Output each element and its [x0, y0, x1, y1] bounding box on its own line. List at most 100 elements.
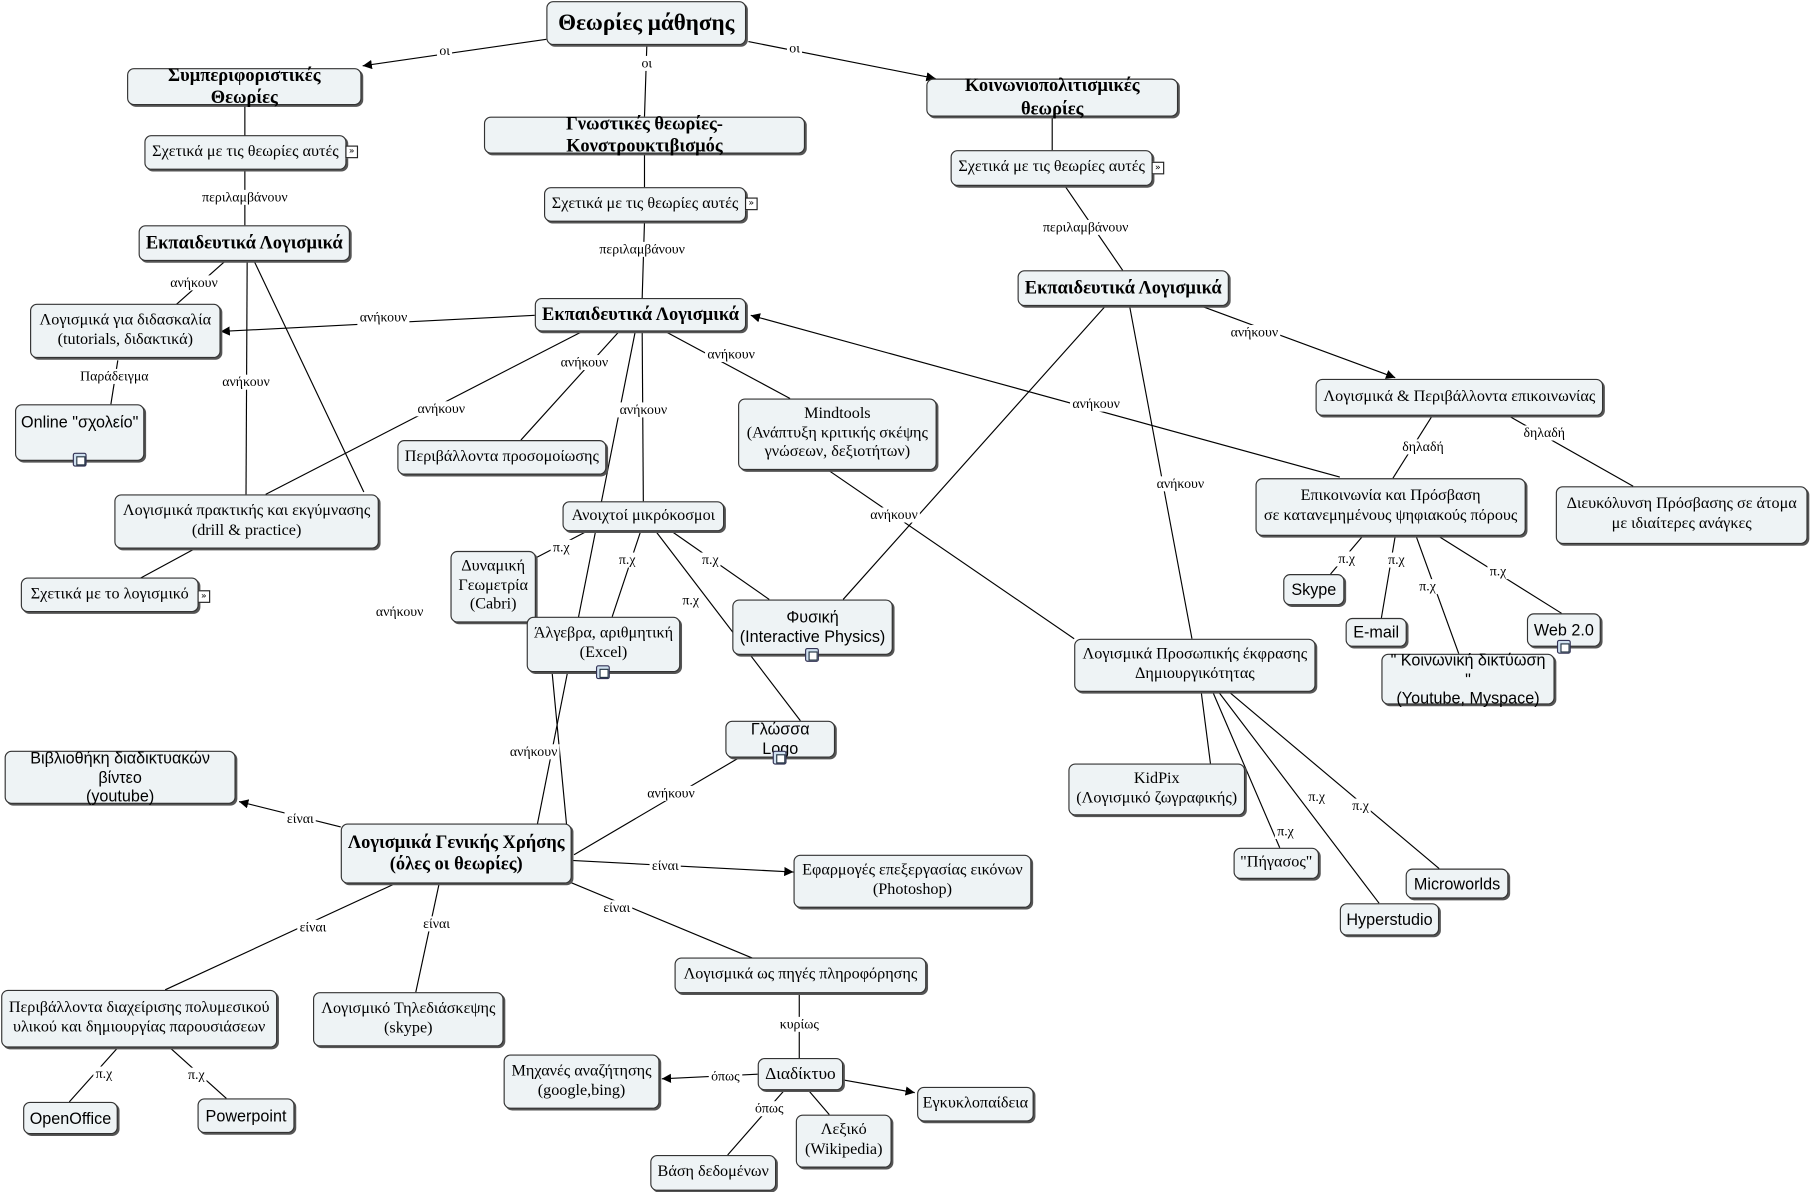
node-about-cognitive[interactable]: Σχετικά με τις θεωρίες αυτές	[544, 187, 747, 222]
node-logo[interactable]: Γλώσσα Logo	[725, 720, 836, 758]
node-edu-sociocultural[interactable]: Εκπαιδευτικά Λογισμικά	[1017, 270, 1229, 307]
node-skype[interactable]: Skype	[1283, 574, 1345, 606]
node-sociocultural[interactable]: Κοινωνιοπολιτισμικές θεωρίες	[926, 77, 1179, 118]
attachment-icon[interactable]	[72, 452, 87, 467]
node-info-sources[interactable]: Λογισμικά ως πηγές πληροφόρησης	[674, 957, 927, 994]
node-simulation[interactable]: Περιβάλλοντα προσομοίωσης	[397, 440, 607, 475]
link-label: περιλαμβάνουν	[199, 189, 290, 206]
link-label: οι	[639, 55, 655, 72]
node-email[interactable]: E-mail	[1345, 617, 1407, 647]
link-internet-db	[727, 1089, 785, 1156]
link-label: κυρίως	[777, 1016, 822, 1033]
node-image-apps[interactable]: Εφαρμογές επεξεργασίας εικόνων (Photosho…	[793, 854, 1032, 908]
image-icon[interactable]	[595, 665, 610, 680]
node-edu-behaviorist[interactable]: Εκπαιδευτικά Λογισμικά	[138, 225, 350, 262]
expand-icon[interactable]: »	[744, 197, 758, 211]
link-edusoc-comm	[1201, 305, 1396, 379]
link-label: π.χ	[1385, 552, 1408, 568]
link-label: περιλαμβάνουν	[1040, 219, 1131, 236]
node-communication[interactable]: Λογισμικά & Περιβάλλοντα επικοινωνίας	[1315, 378, 1604, 416]
node-powerpoint[interactable]: Powerpoint	[197, 1098, 295, 1134]
node-drill-practice[interactable]: Λογισμικά πρακτικής και εκγύμνασης (dril…	[114, 494, 379, 549]
link-edusoc-educog	[750, 313, 1340, 478]
link-label: περιλαμβάνουν	[597, 241, 688, 258]
node-online-school[interactable]: Online "σχολείο"	[15, 404, 145, 461]
link-label: π.χ	[616, 552, 638, 568]
link-gen-multi	[164, 884, 393, 991]
node-creativity[interactable]: Λογισμικά Προσωπικής έκφρασης Δημιουργικ…	[1074, 638, 1316, 692]
link-mind-creat	[827, 469, 1075, 640]
link-root-sociocultural	[748, 41, 936, 82]
link-educog-sim	[520, 331, 620, 441]
link-label: π.χ	[1306, 789, 1328, 805]
attachment-icon[interactable]	[772, 750, 787, 765]
link-label: ανήκουν	[705, 346, 758, 363]
link-gen-image	[571, 859, 794, 877]
link-logo-general	[573, 757, 740, 856]
link-internet-wiki	[808, 1089, 830, 1115]
link-creat-hyper	[1218, 691, 1380, 904]
node-edu-cognitive[interactable]: Εκπαιδευτικά Λογισμικά	[534, 297, 747, 332]
node-special-needs[interactable]: Διευκόλυνση Πρόσβασης σε άτομα με ιδιαίτ…	[1555, 486, 1808, 545]
node-tutorials[interactable]: Λογισμικά για διδασκαλία (tutorials, διδ…	[30, 303, 221, 359]
node-multimedia[interactable]: Περιβάλλοντα διαχείρισης πολυμεσικού υλι…	[1, 989, 278, 1048]
link-label: δηλαδή	[1399, 439, 1447, 455]
node-openoffice[interactable]: OpenOffice	[23, 1101, 118, 1135]
link-internet-ency	[843, 1079, 915, 1096]
node-behaviorist[interactable]: Συμπεριφοριστικές Θεωρίες	[127, 66, 362, 107]
node-about-behaviorist[interactable]: Σχετικά με τις θεωρίες αυτές	[144, 135, 347, 170]
link-label: π.χ	[680, 592, 702, 609]
link-label: π.χ	[1416, 578, 1439, 595]
node-algebra[interactable]: Άλγεβρα, αριθμητική (Excel)	[526, 616, 681, 673]
link-label: ανήκουν	[373, 604, 426, 620]
link-label: π.χ	[1274, 823, 1297, 840]
link-label: όπως	[708, 1068, 742, 1085]
attachment-icon[interactable]	[1556, 639, 1571, 654]
node-hyperstudio[interactable]: Hyperstudio	[1339, 903, 1440, 936]
expand-icon[interactable]: »	[345, 145, 359, 159]
node-about-software[interactable]: Σχετικά με το λογισμικό	[20, 577, 199, 613]
node-search-engines[interactable]: Μηχανές αναζήτησης (google,bing)	[503, 1054, 660, 1109]
node-social-networking[interactable]: " Κοινωνική δικτύωση " (Youtube, Myspace…	[1381, 650, 1555, 707]
link-label: π.χ	[1487, 563, 1509, 580]
node-physics[interactable]: Φυσική (Interactive Physics)	[732, 599, 893, 655]
node-cabri[interactable]: Δυναμική Γεωμετρία (Cabri)	[450, 550, 536, 623]
expand-icon[interactable]: »	[1151, 161, 1165, 175]
node-microworlds[interactable]: Microworlds	[1405, 868, 1509, 899]
link-label: οι	[437, 42, 453, 59]
link-label: ανήκουν	[617, 402, 670, 418]
node-mindtools[interactable]: Mindtools (Ανάπτυξη κριτικής σκέψης γνώσ…	[738, 398, 937, 471]
link-cog-edu	[641, 221, 646, 299]
node-open-microworlds[interactable]: Ανοιχτοί μικρόκοσμοι	[562, 501, 725, 532]
link-label: δηλαδή	[1521, 425, 1568, 441]
link-label: π.χ	[550, 539, 572, 556]
expand-icon[interactable]: »	[197, 590, 211, 603]
link-label: ανήκουν	[1154, 476, 1207, 492]
node-kidpix[interactable]: KidPix (Λογισμικό ζωγραφικής)	[1068, 763, 1246, 816]
link-gen-info	[570, 881, 757, 961]
node-wikipedia[interactable]: Λεξικό (Wikipedia)	[795, 1114, 892, 1168]
link-access-social	[1415, 535, 1460, 654]
node-pegasus[interactable]: "Πήγασος"	[1233, 847, 1320, 879]
link-label: είναι	[601, 899, 633, 916]
node-general-use[interactable]: Λογισμικά Γενικής Χρήσης (όλες οι θεωρίε…	[340, 823, 572, 884]
node-encyclopedia[interactable]: Εγκυκλοπαίδεια	[917, 1086, 1034, 1122]
node-teleconference[interactable]: Λογισμικό Τηλεδιάσκεψης (skype)	[313, 992, 504, 1047]
root-node[interactable]: Θεωρίες μάθησης	[546, 1, 747, 46]
link-educog-mind	[665, 330, 791, 399]
node-internet[interactable]: Διαδίκτυο	[757, 1057, 844, 1091]
node-database[interactable]: Βάση δεδομένων	[650, 1155, 777, 1191]
node-video-library[interactable]: Βιβλιοθήκη διαδικτυακών βίντεο (youtube)	[4, 748, 236, 806]
link-label: ανήκουν	[867, 507, 921, 523]
link-micro-logo	[654, 529, 801, 722]
link-label: ανήκουν	[219, 374, 273, 390]
link-label: οι	[786, 40, 803, 57]
attachment-icon[interactable]	[805, 647, 819, 662]
node-comm-access[interactable]: Επικοινωνία και Πρόσβαση σε κατανεμημένο…	[1255, 478, 1526, 536]
node-about-sociocultural[interactable]: Σχετικά με τις θεωρίες αυτές	[950, 150, 1153, 186]
node-cognitive[interactable]: Γνωστικές θεωρίες-Κονστρουκτιβισμός	[483, 114, 806, 156]
link-edusoc-creat	[1129, 305, 1193, 639]
link-label: είναι	[297, 919, 329, 936]
link-label: Παράδειγμα	[77, 368, 151, 385]
link-micro-algebra	[611, 529, 642, 617]
